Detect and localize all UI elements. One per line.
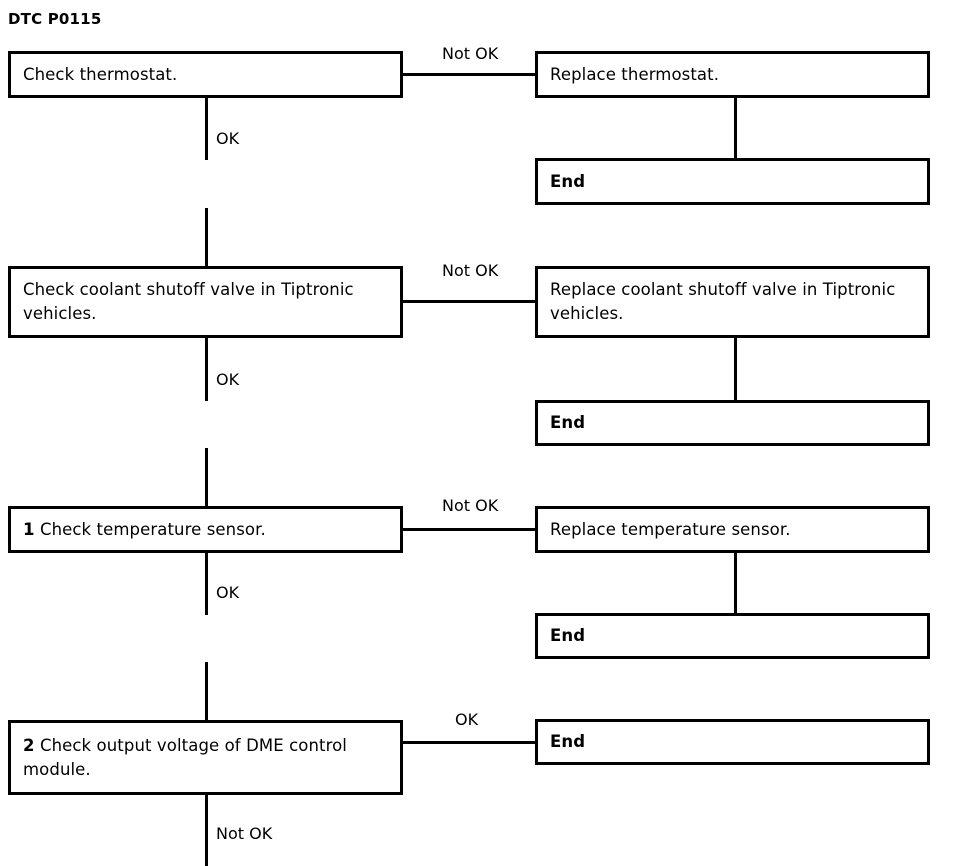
node-check-thermostat-label: Check thermostat.	[23, 64, 178, 84]
node-replace-coolant-shutoff-valve-label: Replace coolant shutoff valve in Tiptron…	[550, 280, 896, 323]
edge-label-not-ok-4: Not OK	[216, 824, 273, 843]
step-number-2: 2	[23, 735, 35, 755]
node-replace-temperature-sensor-label: Replace temperature sensor.	[550, 519, 791, 539]
edge-not-ok-1	[403, 73, 535, 76]
page-title: DTC P0115	[8, 10, 102, 28]
node-check-thermostat[interactable]: Check thermostat.	[8, 51, 403, 98]
node-end-1[interactable]: End	[535, 158, 930, 205]
step-number-1: 1	[23, 519, 35, 539]
edge-replace-thermostat-to-end	[734, 97, 737, 159]
edge-ok-2-upper	[205, 337, 208, 401]
edge-label-not-ok-1: Not OK	[442, 44, 499, 63]
edge-label-ok-3: OK	[216, 583, 240, 602]
edge-ok-3-upper	[205, 552, 208, 615]
edge-not-ok-2	[403, 300, 535, 303]
edge-ok-1-upper	[205, 97, 208, 160]
node-check-dme-output-voltage-label: 2 Check output voltage of DME control mo…	[11, 734, 400, 782]
edge-label-not-ok-2: Not OK	[442, 261, 499, 280]
node-check-dme-output-voltage-text: Check output voltage of DME control modu…	[23, 735, 347, 779]
edge-replace-temp-sensor-to-end	[734, 552, 737, 614]
node-check-temperature-sensor[interactable]: 1 Check temperature sensor.	[8, 506, 403, 553]
node-check-coolant-shutoff-valve-label: Check coolant shutoff valve in Tiptronic…	[23, 280, 354, 323]
edge-not-ok-3	[403, 528, 535, 531]
node-check-coolant-shutoff-valve[interactable]: Check coolant shutoff valve in Tiptronic…	[8, 266, 403, 338]
node-end-4[interactable]: End	[535, 719, 930, 765]
edge-label-ok-1: OK	[216, 129, 240, 148]
node-end-3-label: End	[550, 626, 586, 646]
node-end-2-label: End	[550, 413, 586, 433]
node-end-2[interactable]: End	[535, 400, 930, 446]
edge-ok-2-lower	[205, 448, 208, 507]
node-replace-temperature-sensor[interactable]: Replace temperature sensor.	[535, 506, 930, 553]
edge-ok-1-lower	[205, 208, 208, 267]
edge-ok-4	[403, 741, 535, 744]
node-replace-thermostat[interactable]: Replace thermostat.	[535, 51, 930, 98]
node-end-4-label: End	[550, 732, 586, 752]
node-check-dme-output-voltage[interactable]: 2 Check output voltage of DME control mo…	[8, 720, 403, 795]
edge-label-not-ok-3: Not OK	[442, 496, 499, 515]
node-replace-coolant-shutoff-valve[interactable]: Replace coolant shutoff valve in Tiptron…	[535, 266, 930, 338]
edge-replace-coolant-valve-to-end	[734, 337, 737, 400]
node-check-temperature-sensor-label: 1 Check temperature sensor.	[11, 518, 266, 542]
edge-label-ok-2: OK	[216, 370, 240, 389]
node-check-temperature-sensor-text: Check temperature sensor.	[39, 519, 266, 539]
node-end-1-label: End	[550, 171, 586, 191]
edge-not-ok-4	[205, 794, 208, 866]
edge-label-ok-4: OK	[455, 710, 479, 729]
node-replace-thermostat-label: Replace thermostat.	[550, 64, 720, 84]
edge-ok-3-lower	[205, 662, 208, 721]
node-end-3[interactable]: End	[535, 613, 930, 659]
